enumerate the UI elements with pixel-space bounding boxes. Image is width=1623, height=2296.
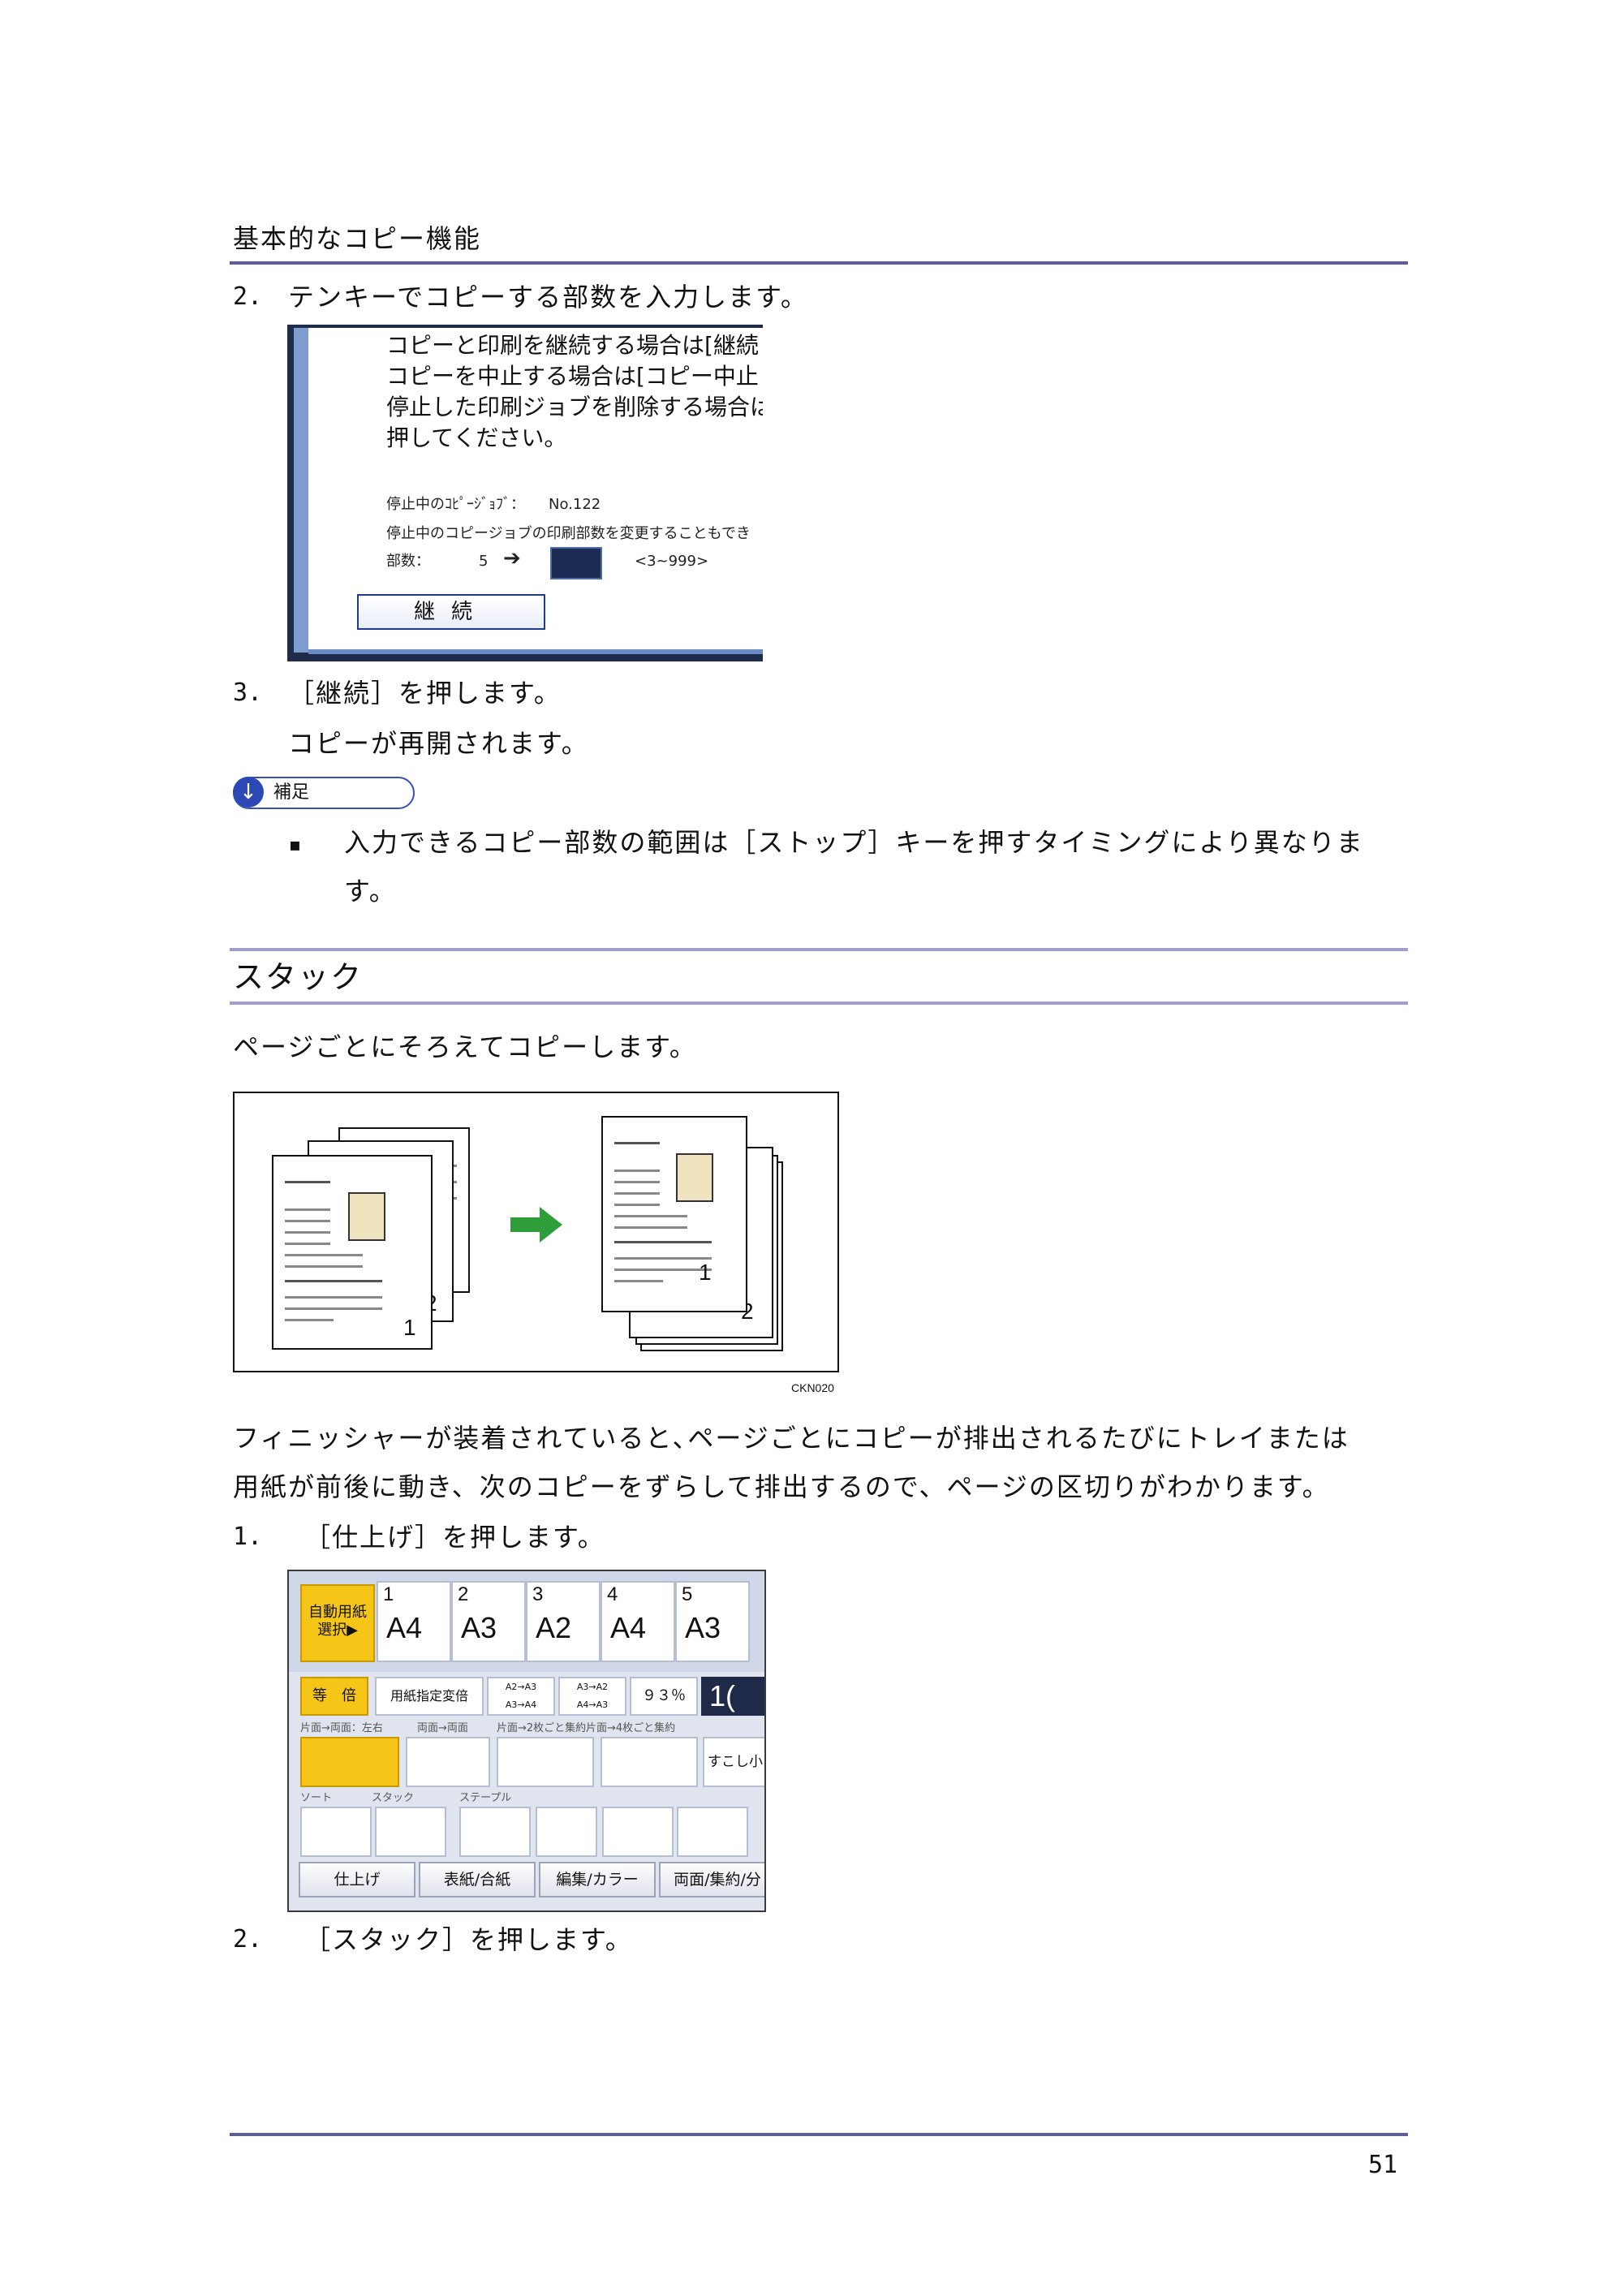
tab-edit-color[interactable]: 編集/カラー	[539, 1862, 656, 1898]
sort-label: ソート	[300, 1792, 333, 1804]
copies-value: 5	[479, 553, 489, 570]
stack-label: スタック	[372, 1792, 415, 1804]
ratio-93-button[interactable]: ９３％	[630, 1677, 698, 1716]
supplement-label: 補足	[273, 782, 310, 803]
duplex-label: 片面→両面：左右	[300, 1722, 383, 1734]
dialog-message-line: 押してください。	[386, 424, 567, 451]
step-number: 3.	[233, 678, 263, 707]
dialog-body: コピーと印刷を継続する場合は[継続 コピーを中止する場合は[コピー中止 停止した…	[308, 328, 763, 654]
hint-text: す。	[344, 876, 397, 907]
change-note: 停止中のコピージョブの印刷部数を変更することもでき	[386, 525, 751, 542]
copies-display: 1(	[701, 1677, 764, 1716]
duplex-label: 両面→両面	[417, 1722, 468, 1734]
right-arrow-icon	[510, 1207, 562, 1243]
tab-duplex-combine[interactable]: 両面/集約/分	[659, 1862, 764, 1898]
chart-icon	[348, 1192, 385, 1241]
duplex-1to2-button[interactable]	[300, 1737, 399, 1787]
enlarge-button[interactable]: A3→A2 A4→A3	[558, 1677, 626, 1716]
page-sheet: 1	[601, 1116, 747, 1312]
paper-ratio-button[interactable]: 用紙指定変倍	[375, 1677, 484, 1716]
supplement-badge: ↓ 補足	[233, 777, 415, 809]
header-rule	[230, 261, 1408, 265]
figure-code: CKN020	[791, 1381, 834, 1394]
duplex-2to2-button[interactable]	[406, 1737, 490, 1787]
job-label: 停止中のｺﾋﾟｰｼﾞｮﾌﾞ：	[386, 496, 525, 513]
staple-button[interactable]	[459, 1807, 531, 1857]
copy-job-screenshot: コピーと印刷を継続する場合は[継続 コピーを中止する場合は[コピー中止 停止した…	[287, 325, 763, 661]
step-text: ［仕上げ］を押します。	[304, 1522, 605, 1553]
section-header: 基本的なコピー機能	[233, 223, 482, 254]
copies-label: 部数：	[386, 553, 430, 570]
step-text: ［スタック］を押します。	[304, 1924, 633, 1955]
body-text: フィニッシャーが装着されていると､ページごとにコピーが排出されるたびにトレイまた…	[233, 1423, 1350, 1454]
bullet-icon: ▪	[289, 835, 303, 855]
down-arrow-icon: ↓	[233, 777, 264, 808]
section-lead: ページごとにそろえてコピーします。	[233, 1032, 697, 1062]
step-number: 2.	[233, 282, 263, 311]
dialog-message-line: 停止した印刷ジョブを削除する場合は	[386, 394, 763, 420]
step-result: コピーが再開されます。	[288, 728, 589, 759]
arrow-icon: ➔	[503, 546, 521, 571]
sort-button[interactable]	[300, 1807, 372, 1857]
dialog-message-line: コピーを中止する場合は[コピー中止	[386, 363, 759, 390]
duplex-label: 片面→2枚ごと集約	[497, 1722, 587, 1734]
staple-button[interactable]	[536, 1807, 597, 1857]
copies-range: <3~999>	[635, 553, 709, 570]
continue-button[interactable]: 継続	[357, 594, 545, 630]
section-rule-bottom	[230, 1002, 1408, 1005]
tab-cover-slip[interactable]: 表紙/合紙	[419, 1862, 536, 1898]
stack-illustration: 3 2 1 2 1	[233, 1092, 839, 1372]
step-number: 1.	[233, 1523, 263, 1551]
job-number: No.122	[549, 496, 601, 513]
tab-finishing[interactable]: 仕上げ	[299, 1862, 415, 1898]
page-number: 1	[699, 1260, 712, 1285]
slightly-reduce-button[interactable]: すこし小	[703, 1737, 764, 1787]
copies-input[interactable]	[550, 547, 602, 579]
page-number: 51	[1368, 2151, 1398, 2179]
dialog-message-line: コピーと印刷を継続する場合は[継続	[386, 332, 759, 359]
step-number: 2.	[233, 1925, 263, 1954]
combine-4-button[interactable]	[601, 1737, 698, 1787]
step-text: テンキーでコピーする部数を入力します。	[288, 282, 808, 312]
body-text: 用紙が前後に動き、次のコピーをずらして排出するので、ページの区切りがわかります。	[233, 1471, 1330, 1502]
page-sheet: 1	[272, 1155, 433, 1350]
step-text: ［継続］を押します。	[288, 678, 562, 709]
reduce-button[interactable]: A2→A3 A3→A4	[487, 1677, 555, 1716]
staple-button[interactable]	[602, 1807, 674, 1857]
section-rule-top	[230, 948, 1408, 951]
staple-button[interactable]	[677, 1807, 748, 1857]
chart-icon	[676, 1153, 713, 1202]
page-number: 1	[403, 1315, 416, 1340]
stack-button[interactable]	[375, 1807, 446, 1857]
footer-rule	[230, 2133, 1408, 2136]
full-size-button[interactable]: 等 倍	[300, 1677, 368, 1716]
dialog-frame: コピーと印刷を継続する場合は[継続 コピーを中止する場合は[コピー中止 停止した…	[294, 328, 763, 654]
section-title: スタック	[233, 959, 364, 995]
staple-label: ステープル	[459, 1792, 512, 1804]
auto-paper-select-button[interactable]: 自動用紙 選択▶	[300, 1584, 375, 1662]
hint-text: 入力できるコピー部数の範囲は［ストップ］キーを押すタイミングにより異なりま	[344, 827, 1364, 858]
duplex-label: 片面→4枚ごと集約	[586, 1722, 676, 1734]
combine-2-button[interactable]	[497, 1737, 594, 1787]
